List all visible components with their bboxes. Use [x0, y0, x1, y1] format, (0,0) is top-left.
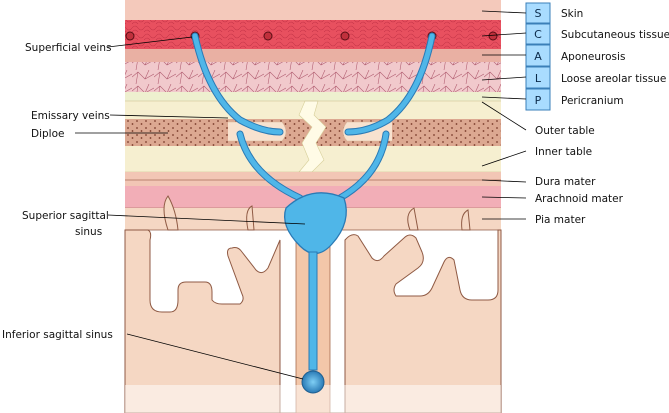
label-emissary-veins: Emissary veins [31, 110, 110, 122]
gyrus-left-2 [246, 205, 255, 231]
right-leader-lines [481, 10, 527, 220]
label-inferior-sagittal-sinus: Inferior sagittal sinus [2, 329, 113, 341]
scalp-letter-c: C [534, 28, 542, 41]
label-loose-areolar: Loose areolar tissue [561, 73, 666, 85]
label-pia-mater: Pia mater [535, 214, 586, 226]
label-superficial-veins: Superficial veins [25, 42, 111, 54]
aponeurosis-layer [125, 49, 501, 62]
dura-mater-layer [125, 172, 501, 186]
scalp-letter-s: S [535, 7, 542, 20]
label-dura-mater: Dura mater [535, 176, 596, 188]
label-diploe: Diploe [31, 128, 64, 140]
label-pericranium: Pericranium [561, 95, 624, 107]
subcutaneous-texture [125, 20, 501, 49]
label-skin: Skin [561, 8, 583, 20]
gyrus-left-1 [163, 195, 179, 231]
brain-tissue [124, 229, 502, 413]
label-arachnoid-mater: Arachnoid mater [535, 193, 624, 205]
pericranium-layer [125, 92, 501, 101]
skin-layer [125, 0, 501, 20]
areolar-texture [125, 62, 501, 92]
gyrus-right-2 [461, 209, 471, 231]
superior-sagittal-sinus [283, 192, 347, 255]
scalp-mnemonic: S C A L P [525, 2, 551, 111]
scalp-letter-l: L [535, 72, 542, 85]
emissary-veins-fill [192, 33, 435, 201]
label-inner-table: Inner table [535, 146, 592, 158]
label-superior-sagittal-line1: Superior sagittal [22, 210, 109, 222]
gyrus-right-1 [407, 207, 419, 231]
scalp-letter-p: P [535, 94, 542, 107]
label-superior-sagittal-line2: sinus [75, 226, 102, 238]
left-leader-lines [75, 36, 306, 380]
label-aponeurosis: Aponeurosis [561, 51, 625, 63]
label-subcutaneous: Subcutaneous tissue [561, 29, 669, 41]
inferior-sagittal-sinus [301, 370, 325, 394]
label-outer-table: Outer table [535, 125, 595, 137]
sinus-connector [308, 251, 318, 371]
scalp-letter-a: A [534, 50, 542, 63]
